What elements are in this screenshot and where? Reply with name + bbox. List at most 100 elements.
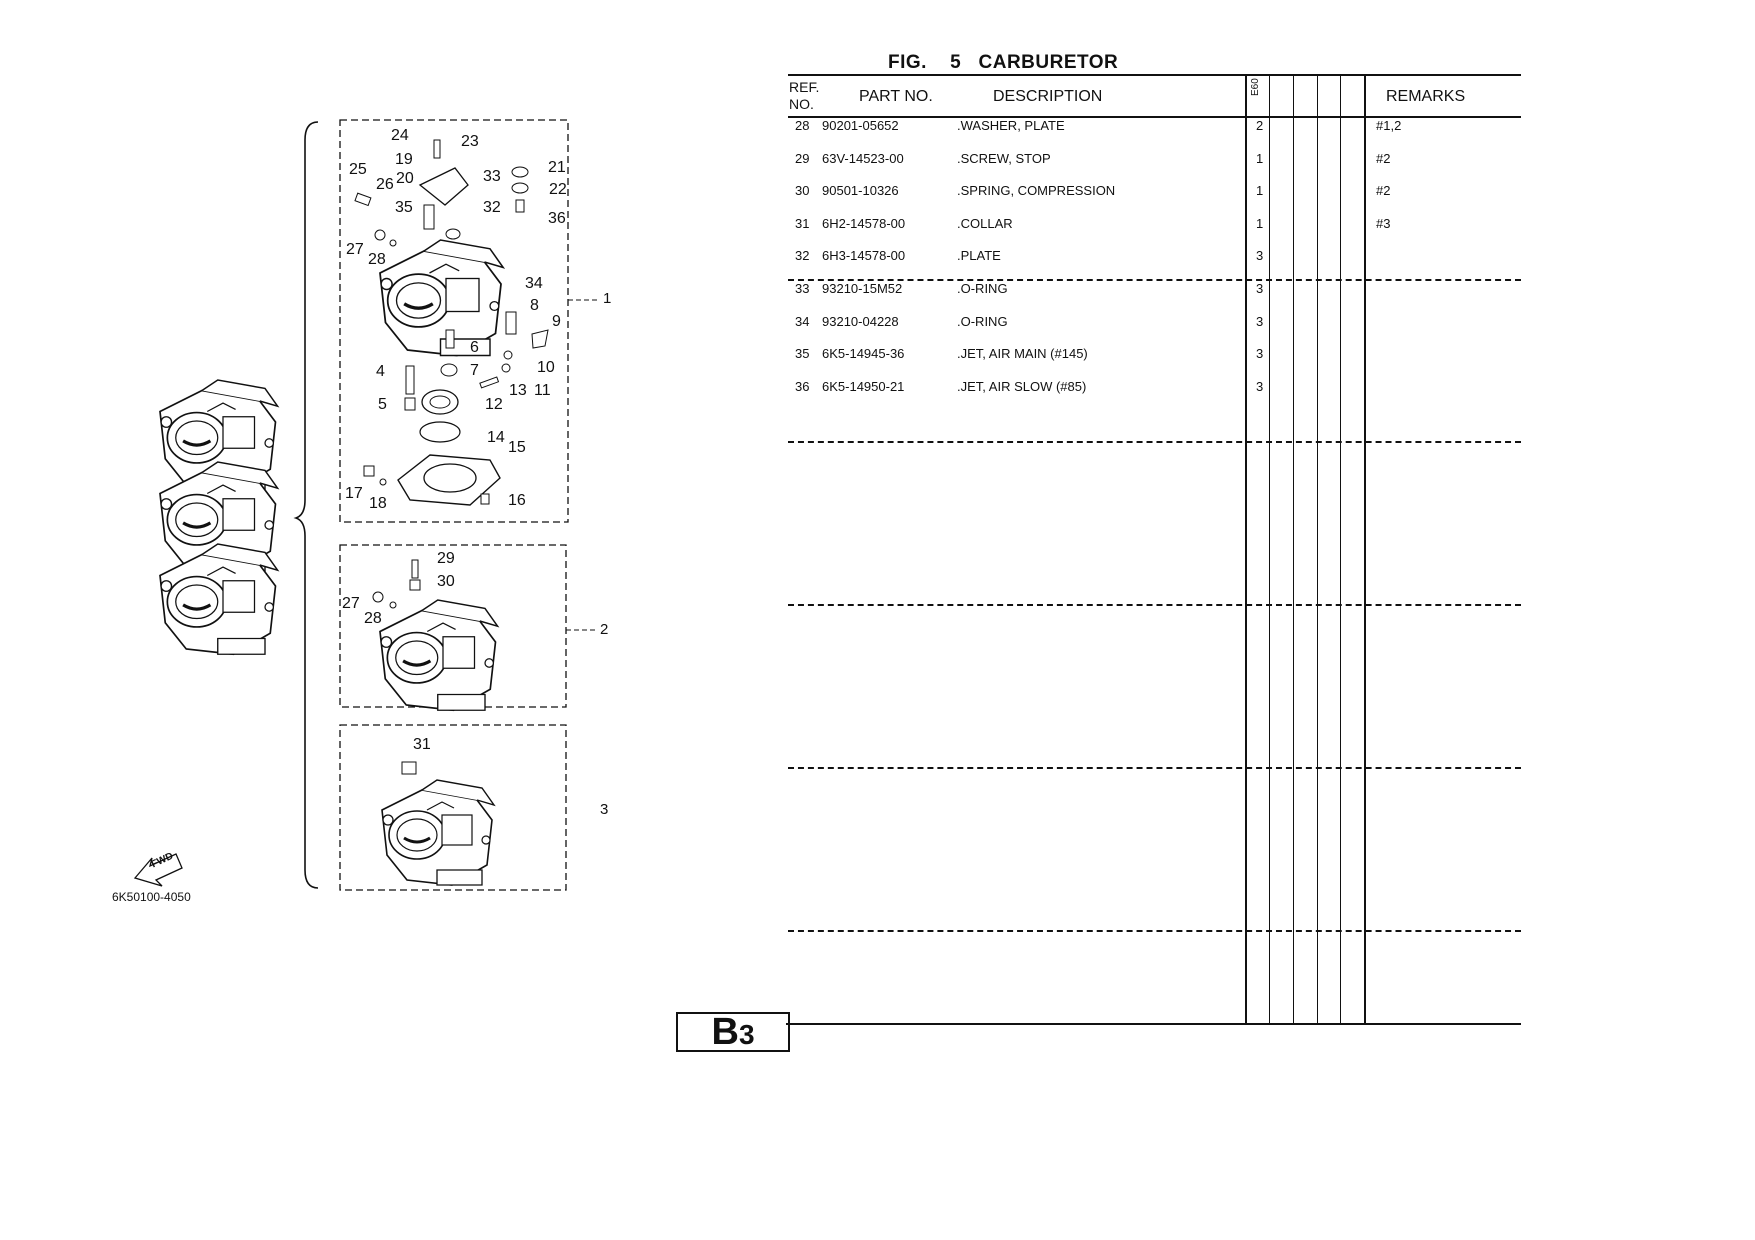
row-desc: .PLATE: [957, 248, 1001, 264]
callout-number: 5: [378, 396, 387, 413]
callout-number: 29: [437, 550, 455, 567]
group-label-3: 3: [600, 801, 609, 818]
callout-number: 32: [483, 199, 501, 216]
callout-number: 28: [364, 610, 382, 627]
header-top-rule: [788, 74, 1521, 76]
header-remarks: REMARKS: [1386, 88, 1466, 105]
callout-number: 6: [470, 339, 479, 356]
fwd-arrow-icon: [133, 853, 183, 887]
header-part-no: PART NO.: [859, 88, 933, 105]
callout-number: 36: [548, 210, 566, 227]
header-model-e60: E60: [1250, 78, 1261, 96]
callout-number: 13: [509, 382, 527, 399]
column-rule: [1317, 74, 1318, 1025]
row-qty: 1: [1256, 215, 1264, 231]
row-part: 93210-15M52: [822, 281, 903, 296]
row-qty: 3: [1256, 248, 1264, 264]
callout-number: 18: [369, 495, 387, 512]
callout-number: 8: [530, 297, 539, 314]
row-qty: 2: [1256, 118, 1264, 133]
column-rule: [1269, 74, 1270, 1025]
row-qty: 3: [1256, 313, 1264, 329]
callout-number: 14: [487, 429, 505, 446]
callout-number: 20: [396, 170, 414, 187]
row-part: 6H2-14578-00: [822, 215, 906, 231]
column-rule: [1364, 74, 1366, 1025]
row-ref: 35: [795, 346, 810, 362]
row-desc: .SCREW, STOP: [957, 150, 1051, 166]
row-desc: .JET, AIR MAIN (#145): [957, 346, 1088, 362]
row-qty: 1: [1256, 150, 1264, 166]
callout-number: 22: [549, 181, 567, 198]
row-separator: [788, 279, 1521, 281]
row-ref: 36: [795, 378, 810, 394]
row-separator: [788, 441, 1521, 443]
row-desc: .SPRING, COMPRESSION: [957, 183, 1116, 199]
row-qty: 3: [1256, 346, 1264, 362]
row-separator: [788, 604, 1521, 606]
row-desc: .JET, AIR SLOW (#85): [957, 378, 1087, 394]
row-remarks: #2: [1376, 150, 1391, 166]
group-3-box: [339, 724, 567, 891]
callout-number: 33: [483, 168, 501, 185]
callout-number: 24: [391, 127, 409, 144]
row-ref: 34: [795, 313, 810, 329]
carburetor-stack: [158, 378, 280, 656]
row-remarks: #1,2: [1376, 118, 1402, 133]
group-2-parts: [372, 559, 500, 712]
row-remarks: #3: [1376, 215, 1391, 231]
row-ref: 30: [795, 183, 810, 199]
callout-number: 28: [368, 251, 386, 268]
group-3-parts: [380, 761, 496, 887]
callout-number: 34: [525, 275, 543, 292]
row-qty: 1: [1256, 183, 1264, 199]
row-part: 6K5-14945-36: [822, 346, 905, 362]
callout-number: 35: [395, 199, 413, 216]
row-ref: 29: [795, 150, 810, 166]
group-label-2: 2: [600, 621, 609, 638]
row-desc: .O-RING: [957, 281, 1008, 296]
callout-number: 12: [485, 396, 503, 413]
diagram-code: 6K50100-4050: [112, 890, 191, 904]
callout-number: 17: [345, 485, 363, 502]
table-bottom-rule: [788, 1023, 1521, 1025]
callout-number: 15: [508, 439, 526, 456]
callout-number: 19: [395, 151, 413, 168]
column-rule: [1293, 74, 1294, 1025]
callout-number: 10: [537, 359, 555, 376]
callout-number: 11: [534, 382, 551, 399]
row-separator: [788, 767, 1521, 769]
group-1-parts: [354, 139, 549, 506]
row-part: 63V-14523-00: [822, 150, 904, 166]
header-ref-no: REF.NO.: [789, 79, 820, 112]
callout-number: 27: [342, 595, 360, 612]
row-remarks: #2: [1376, 183, 1391, 199]
group-label-1: 1: [603, 290, 612, 307]
row-ref: 31: [795, 215, 810, 231]
row-qty: 3: [1256, 378, 1264, 394]
group-brace: [293, 121, 319, 889]
callout-number: 9: [552, 313, 561, 330]
row-separator: [788, 930, 1521, 932]
callout-number: 16: [508, 492, 526, 509]
column-rule: [1245, 74, 1247, 1025]
row-desc: .WASHER, PLATE: [957, 118, 1065, 133]
row-part: 93210-04228: [822, 313, 899, 329]
row-ref: 28: [795, 118, 810, 133]
callout-number: 26: [376, 176, 394, 193]
callout-number: 31: [413, 736, 431, 753]
callout-number: 21: [548, 159, 566, 176]
row-qty: 3: [1256, 281, 1264, 296]
callout-number: 23: [461, 133, 479, 150]
row-desc: .COLLAR: [957, 215, 1013, 231]
callout-number: 25: [349, 161, 367, 178]
callout-number: 27: [346, 241, 364, 258]
callout-number: 7: [470, 362, 479, 379]
callout-number: 30: [437, 573, 455, 590]
column-rule: [1340, 74, 1341, 1025]
row-part: 90201-05652: [822, 118, 899, 133]
group-1-box: [339, 119, 569, 523]
row-ref: 32: [795, 248, 810, 264]
row-part: 6K5-14950-21: [822, 378, 905, 394]
